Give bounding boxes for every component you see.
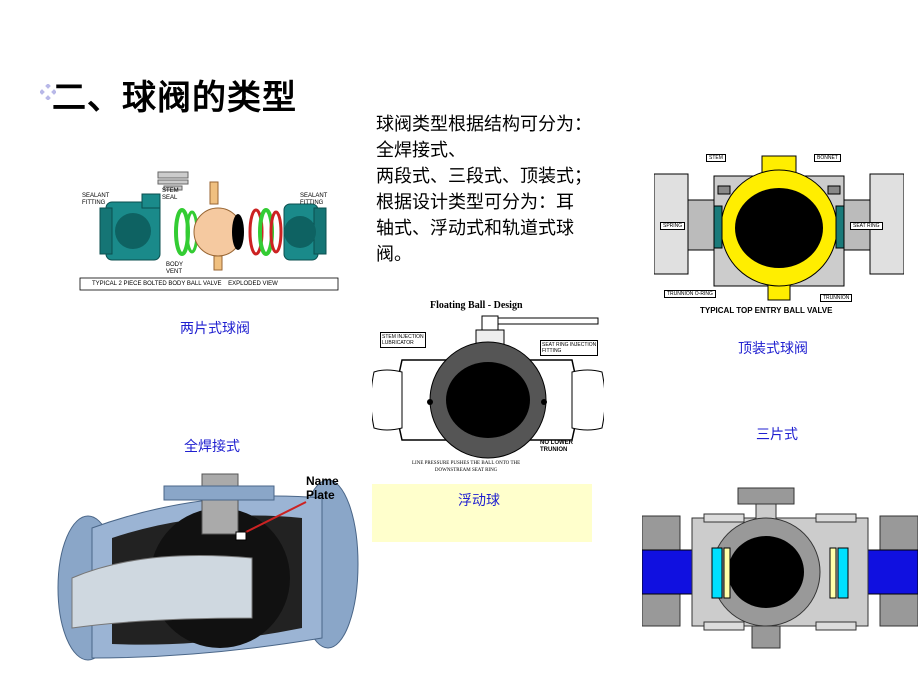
caption-fully-welded: 全焊接式 (184, 439, 240, 455)
label-seat-ring-injection: SEAT RING INJECTION FITTING (540, 340, 599, 356)
label-no-lower-trunion: NO LOWER TRUNION (540, 440, 573, 453)
label-trunnion-oring: TRUNNION O-RING (664, 290, 716, 298)
caption-top-entry: 顶装式球阀 (738, 341, 808, 357)
label-sealant-right: SEALANT FITTING (300, 193, 328, 206)
description-line: 两段式、三段式、顶装式； (376, 166, 592, 187)
label-two-piece-bottom: TYPICAL 2 PIECE BOLTED BODY BALL VALVE E… (92, 281, 278, 287)
caption-three-piece: 三片式 (756, 427, 798, 443)
description-line: 球阀类型根据结构可分为： (376, 114, 592, 135)
label-stem-seal: STEM SEAL (162, 188, 179, 201)
three-piece-valve-figure (641, 486, 919, 656)
label-spring: SPRING (660, 222, 686, 230)
diamond-bullet-icon (39, 83, 57, 101)
top-entry-valve-figure: STEM BONNET SPRING SEAT RING TRUNNION O-… (653, 150, 905, 318)
label-line-pressure: LINE PRESSURE PUSHES THE BALL ONTO THE D… (412, 461, 521, 473)
slide-title: 二、球阀的类型 (52, 78, 297, 118)
label-name-plate: Name Plate (306, 474, 339, 502)
label-seat-ring: SEAT RING (850, 222, 883, 230)
caption-floating: 浮动球 (458, 493, 500, 509)
label-trunnion: TRUNNION (820, 294, 853, 302)
description-line: 轴式、浮动式和轨道式球 (376, 218, 574, 239)
label-top-entry-bottom: TYPICAL TOP ENTRY BALL VALVE (700, 306, 833, 315)
caption-box (372, 484, 592, 542)
description-line: 阀。 (376, 244, 412, 265)
description-line: 根据设计类型可分为：耳 (376, 192, 574, 213)
description-line: 全焊接式、 (376, 140, 466, 161)
floating-ball-figure: Floating Ball - Design STEM INJECTION LU… (370, 300, 606, 474)
fully-welded-valve-figure: Name Plate (52, 468, 362, 668)
label-bonnet: BONNET (814, 154, 841, 162)
label-stem: STEM (706, 154, 726, 162)
label-sealant-left: SEALANT FITTING (82, 193, 110, 206)
two-piece-valve-figure: SEALANT FITTING STEM SEAL SEALANT FITTIN… (78, 168, 340, 292)
label-body-vent: BODY VENT (166, 262, 184, 275)
label-stem-injection: STEM INJECTION LUBRICATOR (380, 332, 426, 348)
description-text: 球阀类型根据结构可分为： 全焊接式、 两段式、三段式、顶装式； 根据设计类型可分… (376, 112, 644, 268)
caption-two-piece: 两片式球阀 (180, 321, 250, 337)
floating-ball-title: Floating Ball - Design (430, 300, 523, 311)
